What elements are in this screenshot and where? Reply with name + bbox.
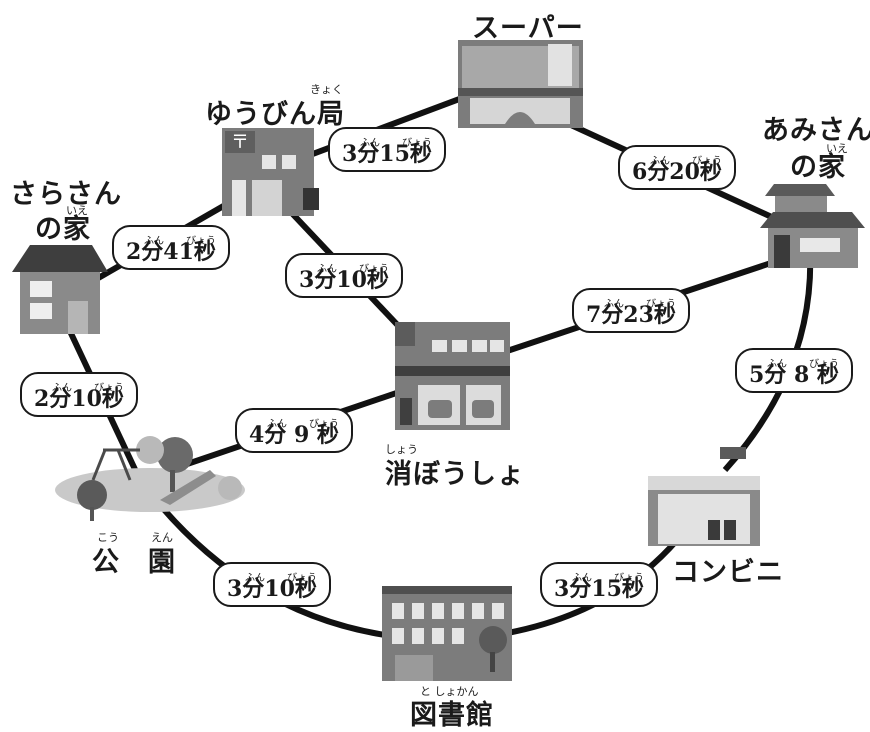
route-time-value: 5分 8 秒 [749,362,839,388]
sara-house-building [12,245,108,334]
ruby-byou: びょう [646,299,676,310]
ruby-byou: びょう [809,359,839,370]
route-time-value: 3分15秒 [342,141,432,167]
place-label-post-office: ゆうびん局 [205,99,345,130]
route-time-value: 7分23秒 [586,302,676,328]
route-time-value: 3分15秒 [554,576,644,602]
ruby-park-1: こう [97,531,119,544]
route-time-ami-conbini: ふん びょう 5分 8 秒 [735,348,853,393]
route-time-value: 3分10秒 [299,267,389,293]
ruby-byou: びょう [287,573,317,584]
route-time-library-conbini: ふん びょう 3分15秒 [540,562,658,607]
place-label-sara-2: の家 [35,214,91,245]
route-time-value: 3分10秒 [227,576,317,602]
ruby-fun: ふん [245,573,265,584]
place-label-park: 公 園 [92,547,176,578]
route-time-post-super: ふん びょう 3分15秒 [328,127,446,172]
ruby-ami-ie: いえ [826,142,848,155]
ruby-byou: びょう [309,419,339,430]
ruby-fun: ふん [360,138,380,149]
ruby-fire: しょう [385,443,418,456]
route-time-value: 4分 9 秒 [249,422,339,448]
library-building [382,586,512,681]
route-time-sara-post: ふん びょう 2分41秒 [112,225,230,270]
ruby-fun: ふん [650,156,670,167]
ruby-fun: ふん [317,264,337,275]
route-time-value: 6分20秒 [632,159,722,185]
route-time-value: 2分10秒 [34,386,124,412]
route-time-sara-park: ふん びょう 2分10秒 [20,372,138,417]
place-label-ami-1: あみさん [762,115,870,146]
place-label-sara-1: さらさん [10,179,122,210]
ruby-byou: びょう [692,156,722,167]
svg-text:〒: 〒 [231,132,249,153]
ruby-fun: ふん [144,236,164,247]
ruby-fun: ふん [572,573,592,584]
route-time-post-fire: ふん びょう 3分10秒 [285,253,403,298]
route-time-park-library: ふん びょう 3分10秒 [213,562,331,607]
ruby-byou: びょう [186,236,216,247]
ruby-library: と しょかん [420,685,479,698]
post-office-building: 〒 [222,128,319,216]
fire-station-building [395,322,510,430]
route-time-park-fire: ふん びょう 4分 9 秒 [235,408,353,453]
ruby-post: きょく [310,83,343,96]
ruby-byou: びょう [402,138,432,149]
ruby-sara-ie: いえ [66,204,88,217]
place-label-library: 図書館 [410,700,494,731]
place-label-conbini: コンビニ [672,557,784,588]
ruby-fun: ふん [604,299,624,310]
route-time-value: 2分41秒 [126,239,216,265]
ruby-byou: びょう [359,264,389,275]
convenience-store-building [648,447,760,546]
place-label-ami-2: の家 [790,152,846,183]
super-market-building [458,40,583,128]
ruby-fun: ふん [267,419,287,430]
ruby-park-2: えん [151,531,173,544]
ruby-byou: びょう [94,383,124,394]
route-time-fire-ami: ふん びょう 7分23秒 [572,288,690,333]
route-time-super-ami: ふん びょう 6分20秒 [618,145,736,190]
ruby-byou: びょう [614,573,644,584]
park-illustration [55,436,245,521]
ruby-fun: ふん [52,383,72,394]
place-label-super: スーパー [472,13,584,44]
ruby-fun: ふん [767,359,787,370]
ami-house-building [760,184,865,268]
place-label-fire-station: 消ぼうしょ [385,459,525,490]
